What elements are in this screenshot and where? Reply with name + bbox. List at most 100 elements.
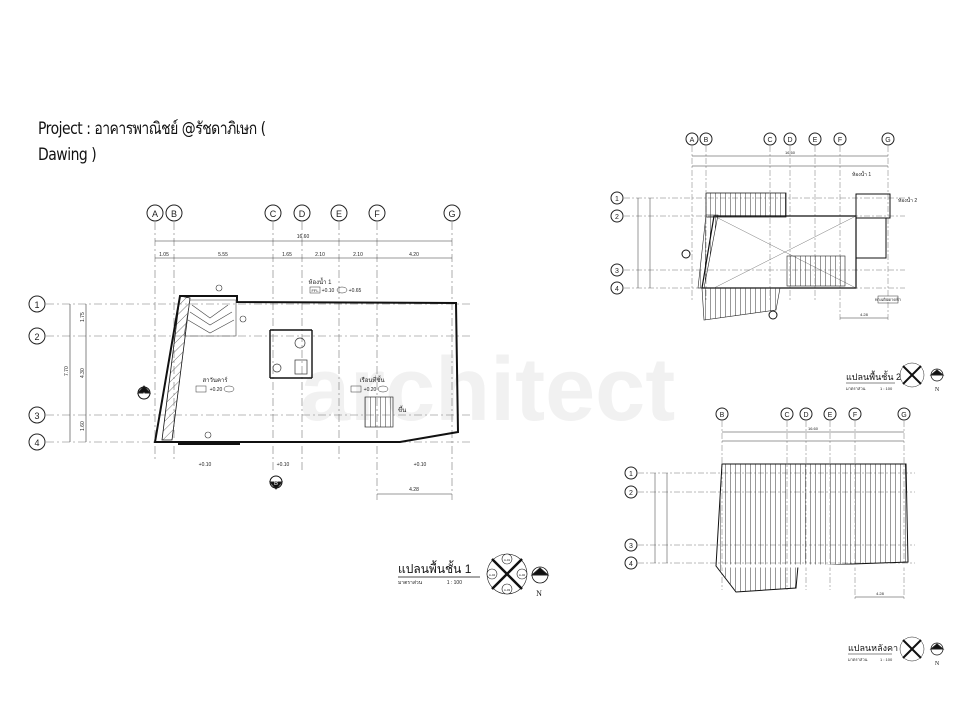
svg-text:ขึ้น: ขึ้น <box>398 404 406 414</box>
level-tag-room-b: +0.20 <box>350 385 389 393</box>
section-key-symbol-3 <box>899 636 925 662</box>
grid-bubble-f: F <box>368 204 386 222</box>
plan1-overall-dim: 16.60 <box>297 234 310 240</box>
grid-bubble-f: F <box>848 407 862 421</box>
plan3-grid-rows: 1 2 3 4 <box>624 466 638 570</box>
svg-text:4.20: 4.20 <box>409 252 419 258</box>
svg-text:B: B <box>171 209 177 219</box>
grid-bubble-3: 3 <box>624 538 638 552</box>
svg-text:F: F <box>853 412 857 419</box>
svg-text:F: F <box>838 137 842 144</box>
svg-text:1.05: 1.05 <box>159 252 169 258</box>
stair <box>364 396 394 428</box>
svg-text:16.60: 16.60 <box>808 426 819 431</box>
north-arrow-icon-2: N <box>929 368 945 393</box>
grid-bubble-a: A <box>685 132 699 146</box>
svg-text:4: 4 <box>629 561 633 568</box>
level-tag-room-a: +0.20 <box>195 385 235 393</box>
svg-text:1 : 100: 1 : 100 <box>880 386 893 391</box>
svg-text:A: A <box>152 209 158 219</box>
room-label-a: สาวันคาร์ <box>202 376 228 384</box>
svg-text:A: A <box>142 393 146 399</box>
svg-text:4.30: 4.30 <box>80 368 86 378</box>
plan2-grid-rows: 1 2 3 4 <box>610 191 624 295</box>
floor-plan-2: A B C D E F G 1 2 3 4 16.60 <box>610 132 945 393</box>
grid-bubble-2: 2 <box>610 209 624 223</box>
svg-text:2: 2 <box>615 214 619 221</box>
svg-text:16.60: 16.60 <box>785 150 796 155</box>
svg-text:5.55: 5.55 <box>218 252 228 258</box>
svg-text:E: E <box>336 209 342 219</box>
svg-text:ห้องน้ำ 1: ห้องน้ำ 1 <box>852 169 871 178</box>
grid-bubble-d: D <box>799 407 813 421</box>
svg-text:+0.10: +0.10 <box>277 462 290 468</box>
svg-text:ห้องน้ำ 2: ห้องน้ำ 2 <box>898 195 917 204</box>
grid-bubble-4: 4 <box>610 281 624 295</box>
svg-text:+0.10: +0.10 <box>322 288 335 294</box>
svg-text:1: 1 <box>34 300 39 310</box>
svg-text:2.10: 2.10 <box>315 252 325 258</box>
grid-bubble-d: D <box>783 132 797 146</box>
svg-text:D: D <box>803 412 808 419</box>
plan2-grid-columns: A B C D E F G <box>685 132 895 146</box>
section-marker-b: B <box>268 475 284 490</box>
plan3-grid-columns: B C D E F G <box>715 407 911 421</box>
grid-bubble-b: B <box>165 204 183 222</box>
svg-text:N: N <box>935 387 940 393</box>
grid-bubble-d: D <box>293 204 311 222</box>
grid-bubble-3: 3 <box>28 406 46 424</box>
north-arrow-icon-3: N <box>929 642 945 667</box>
svg-text:มาตราส่วน: มาตราส่วน <box>846 386 866 391</box>
svg-text:E: E <box>828 412 833 419</box>
section-key-symbol-2 <box>899 362 925 388</box>
svg-text:+0.65: +0.65 <box>349 288 362 294</box>
section-key-symbol: A-01 A-02 A-03 A-04 <box>486 553 528 595</box>
title-line-2: Dawing ) <box>38 145 97 165</box>
svg-text:N: N <box>935 661 940 667</box>
roof-plan: B C D E F G 1 2 3 4 16.60 <box>624 407 945 667</box>
svg-text:A-03: A-03 <box>504 588 511 592</box>
svg-text:1: 1 <box>629 471 633 478</box>
plan1-scale: 1 : 100 <box>447 580 463 586</box>
plan1-title: แปลนพื้นชั้น 1 <box>398 560 472 576</box>
grid-bubble-3: 3 <box>610 263 624 277</box>
svg-text:C: C <box>767 137 772 144</box>
svg-text:3: 3 <box>34 411 39 421</box>
svg-text:2: 2 <box>629 490 633 497</box>
grid-bubble-2: 2 <box>28 327 46 345</box>
svg-text:4.28: 4.28 <box>860 312 869 317</box>
grid-bubble-g: G <box>881 132 895 146</box>
svg-text:A-01: A-01 <box>504 558 511 562</box>
svg-text:FFL: FFL <box>311 288 319 293</box>
floor-plan-1: A B C D E F G 1 2 3 4 <box>28 204 550 598</box>
svg-text:2.10: 2.10 <box>353 252 363 258</box>
north-arrow-icon: N <box>530 566 550 598</box>
svg-text:1.60: 1.60 <box>80 421 86 431</box>
grid-bubble-1: 1 <box>28 295 46 313</box>
svg-text:E: E <box>813 137 818 144</box>
grid-bubble-c: C <box>264 204 282 222</box>
section-marker-a: A <box>136 385 152 400</box>
svg-text:+0.10: +0.10 <box>414 462 427 468</box>
svg-text:D: D <box>787 137 792 144</box>
svg-text:1.75: 1.75 <box>80 312 86 322</box>
grid-bubble-a: A <box>146 204 164 222</box>
svg-text:4: 4 <box>615 286 619 293</box>
page-title: Project : อาคารพาณิชย์ @รัชดาภิเษก ( Daw… <box>38 116 266 168</box>
grid-bubble-1: 1 <box>610 191 624 205</box>
grid-bubble-1: 1 <box>624 466 638 480</box>
room-label-toilet: ห้องน้ำ 1 <box>309 276 333 286</box>
level-tag-toilet: FFL +0.10 +0.65 <box>309 286 362 294</box>
svg-text:ทางเดินดาดฟ้า: ทางเดินดาดฟ้า <box>875 297 901 302</box>
grid-bubble-4: 4 <box>28 433 46 451</box>
svg-text:B: B <box>274 481 278 487</box>
grid-bubble-c: C <box>780 407 794 421</box>
svg-text:B: B <box>704 137 709 144</box>
grid-bubble-4: 4 <box>624 556 638 570</box>
grid-bubble-e: E <box>330 204 348 222</box>
svg-text:N: N <box>536 589 542 598</box>
title-line-1: Project : อาคารพาณิชย์ @รัชดาภิเษก ( <box>38 119 266 139</box>
plan3-title: แปลนหลังคา <box>848 643 898 653</box>
grid-bubble-g: G <box>443 204 461 222</box>
